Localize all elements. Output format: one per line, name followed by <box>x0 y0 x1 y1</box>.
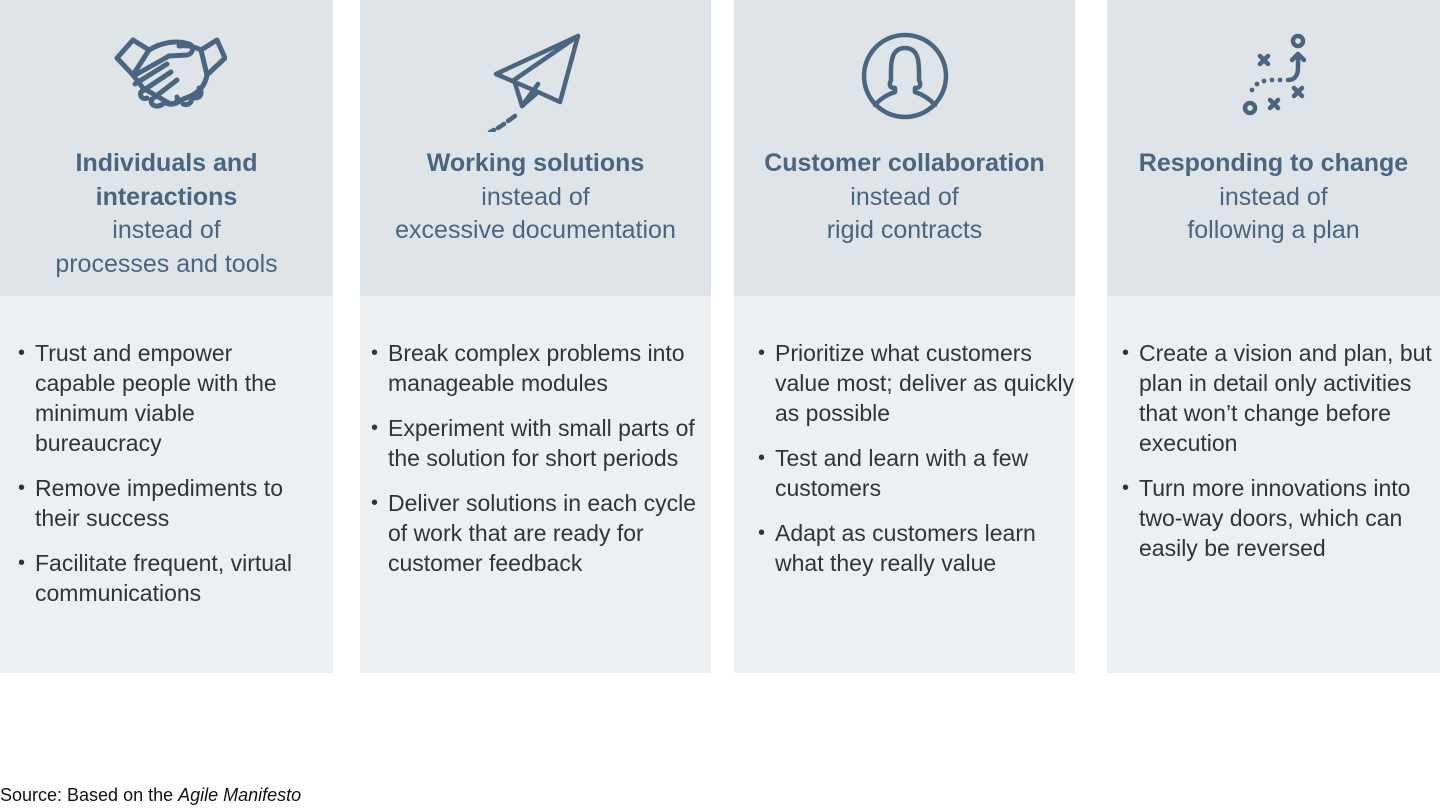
column-body: Break complex problems into manageable m… <box>360 296 711 673</box>
bullet-item: Deliver solutions in each cycle of work … <box>371 488 711 578</box>
column-body: Prioritize what customers value most; de… <box>734 296 1075 673</box>
column-subtitle: rigid contracts <box>826 216 983 244</box>
column-subtitle: processes and tools <box>55 249 278 278</box>
column-title: interactions <box>95 182 238 211</box>
column-titles: Responding to change instead of followin… <box>1107 147 1440 248</box>
column-body: Trust and empower capable people with th… <box>0 296 333 673</box>
column-title: Working solutions <box>426 149 645 177</box>
bullet-list: Trust and empower capable people with th… <box>18 338 318 623</box>
column-title: Customer collaboration <box>764 149 1045 177</box>
column-body: Create a vision and plan, but plan in de… <box>1107 296 1440 673</box>
column-title: Individuals and <box>75 149 258 177</box>
paper-plane-icon <box>486 32 586 132</box>
bullet-item: Prioritize what customers value most; de… <box>758 338 1075 428</box>
column-header: Customer collaboration instead of rigid … <box>734 0 1075 296</box>
column-header: Individuals and interactions instead of … <box>0 0 333 296</box>
column-title: Responding to change <box>1138 149 1409 177</box>
column-titles: Customer collaboration instead of rigid … <box>734 147 1075 248</box>
column-titles: Individuals and interactions instead of … <box>0 147 333 281</box>
column-subtitle: excessive documentation <box>395 216 676 244</box>
bullet-item: Turn more innovations into two-way doors… <box>1122 473 1440 563</box>
column-subtitle: instead of <box>850 182 959 211</box>
bullet-list: Prioritize what customers value most; de… <box>758 338 1075 593</box>
bullet-item: Remove impediments to their success <box>18 473 318 533</box>
column-header: Responding to change instead of followin… <box>1107 0 1440 296</box>
bullet-item: Break complex problems into manageable m… <box>371 338 711 398</box>
bullet-item: Create a vision and plan, but plan in de… <box>1122 338 1440 458</box>
customer-avatar-icon <box>861 32 949 120</box>
bullet-item: Facilitate frequent, virtual communicati… <box>18 548 318 608</box>
column-header: Working solutions instead of excessive d… <box>360 0 711 296</box>
column-subtitle: instead of <box>112 216 221 244</box>
column-individuals: Individuals and interactions instead of … <box>0 0 333 673</box>
column-subtitle: instead of <box>1219 182 1328 211</box>
column-subtitle: instead of <box>481 182 590 211</box>
bullet-item: Experiment with small parts of the solut… <box>371 413 711 473</box>
bullet-item: Adapt as customers learn what they reall… <box>758 518 1075 578</box>
bullet-list: Create a vision and plan, but plan in de… <box>1122 338 1440 578</box>
strategy-play-icon <box>1238 32 1310 120</box>
column-working-solutions: Working solutions instead of excessive d… <box>360 0 711 673</box>
handshake-icon <box>107 30 227 120</box>
column-customer-collaboration: Customer collaboration instead of rigid … <box>734 0 1075 673</box>
column-titles: Working solutions instead of excessive d… <box>360 147 711 248</box>
column-responding-to-change: Responding to change instead of followin… <box>1107 0 1440 673</box>
bullet-item: Trust and empower capable people with th… <box>18 338 318 458</box>
column-subtitle: following a plan <box>1187 216 1360 244</box>
source-note: Source: Based on the Agile Manifesto <box>0 785 301 806</box>
source-title: Agile Manifesto <box>178 785 302 805</box>
bullet-item: Test and learn with a few customers <box>758 443 1075 503</box>
source-prefix: Source: Based on the <box>0 785 179 805</box>
bullet-list: Break complex problems into manageable m… <box>371 338 711 593</box>
